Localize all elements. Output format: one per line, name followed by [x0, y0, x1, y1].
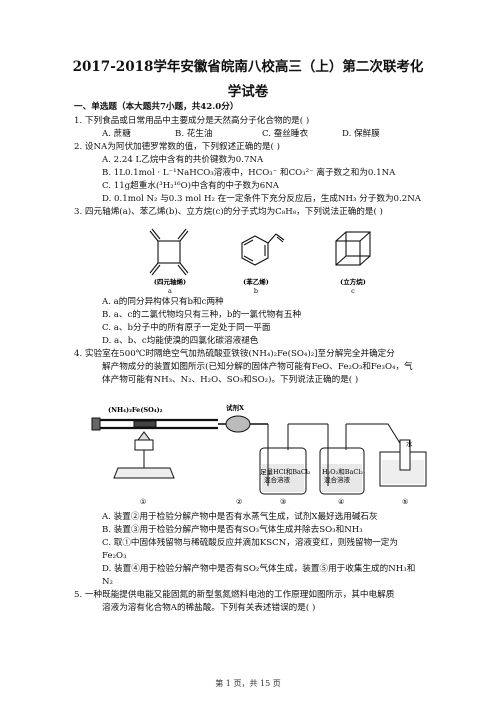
- q3-option-b: B. a、c的二氯代物均只有三种，b的一氯代物有五种: [102, 310, 302, 320]
- q1-option-c: C. 蚕丝睡衣: [262, 129, 309, 139]
- apparatus-diagram: (NH₄)₂Fe(SO₄)₂ 试剂X 水 足量HCl和BaCl₂ 混合溶液 H₂…: [91, 403, 427, 506]
- q4-option-b: B. 装置③用于检验分解产物中是否有SO₃气体生成并除去SO₃和NH₃: [102, 525, 363, 535]
- radialene-structure: [149, 228, 189, 276]
- label-bottle3-line2: 混合溶液: [264, 475, 291, 484]
- q4-option-c: C. 取①中固体残留物与稀硫酸反应并滴加KSCN，溶液变红，则残留物一定为: [102, 538, 398, 548]
- exam-title-line1: 2017-2018学年安徽省皖南八校高三（上）第二次联考化: [72, 59, 424, 75]
- label-water: 水: [406, 439, 413, 448]
- label-bottle4-line2: 混合溶液: [324, 475, 351, 484]
- q4-option-a: A. 装置②用于检验分解产物中是否有水蒸气生成，试剂X最好选用碱石灰: [102, 512, 378, 522]
- q4-stem-line1: 4. 实验室在500℃时隔绝空气加热硫酸亚铁铵(NH₄)₂Fe(SO₄)₂]至分…: [74, 349, 395, 359]
- q2-option-c: C. 11g超重水(³H₂¹⁶O)中含有的中子数为6NA: [102, 181, 279, 191]
- letter-c: c: [351, 287, 355, 295]
- q1-option-d: D. 保鲜膜: [342, 129, 380, 139]
- exam-title-line2: 学试卷: [227, 84, 269, 100]
- q1-option-a: A. 蔗糖: [102, 129, 131, 139]
- q4-option-d: D. 装置④用于检验分解产物中是否有SO₂气体生成，装置⑤用于收集生成的NH₃和: [102, 564, 416, 574]
- q2-option-d: D. 0.1mol N₂ 与0.3 mol H₂ 在一定条件下充分反应后，生成N…: [102, 194, 421, 204]
- letter-b: b: [254, 287, 258, 295]
- label-bottle4-line1: H₂O₂和BaCl₂: [322, 467, 363, 476]
- label-num-2: ②: [236, 498, 242, 506]
- label-bottle3-line1: 足量HCl和BaCl₂: [260, 467, 311, 476]
- q2-option-a: A. 2.24 L乙烷中含有的共价键数为0.7NA: [102, 155, 264, 165]
- q5-stem-line2: 溶液为溶有化合物A的稀盐酸。下列有关表述错误的是( ): [102, 603, 316, 613]
- label-reagent-tube: (NH₄)₂Fe(SO₄)₂: [108, 406, 163, 414]
- styrene-structure: [241, 233, 285, 266]
- q3-option-a: A. a的同分异构体只有b和c两种: [102, 297, 224, 307]
- q1-stem: 1. 下列食品或日常用品中主要成分是天然高分子化合物的是( ): [74, 116, 310, 126]
- label-num-1: ①: [140, 498, 146, 506]
- cubane-structure: [335, 231, 371, 266]
- label-styrene: (苯乙烯): [243, 277, 269, 286]
- q2-option-b: B. 1L0.1mol · L⁻¹NaHCO₃溶液中，HCO₃⁻ 和CO₃²⁻ …: [102, 168, 396, 178]
- label-num-4: ④: [338, 498, 344, 506]
- page-footer: 第 1 页，共 15 页: [215, 679, 281, 688]
- molecule-figures: (四元轴烯) (苯乙烯) (立方烷) a b c: [149, 228, 371, 295]
- q4-option-c-cont: Fe₂O₃: [102, 551, 127, 561]
- q2-stem: 2. 设NA为阿伏加德罗常数的值，下列叙述正确的是( ): [74, 142, 280, 152]
- q3-stem: 3. 四元轴烯(a)、苯乙烯(b)、立方烷(c)的分子式均为C₈H₈，下列说法正…: [74, 207, 383, 217]
- section-heading: 一、单选题（本大题共7小题，共42.0分）: [74, 102, 239, 112]
- q4-stem-line2: 解产物成分的装置如图所示(已知分解的固体产物可能有FeO、Fe₂O₃和Fe₃O₄…: [102, 362, 413, 372]
- q1-option-b: B. 花生油: [175, 129, 213, 139]
- q3-option-c: C. a、b分子中的所有原子一定处于同一平面: [102, 323, 271, 333]
- label-num-3: ③: [280, 498, 286, 506]
- q5-stem-line1: 5. 一种既能提供电能又能固氮的新型氢氮燃料电池的工作原理如图所示，其中电解质: [74, 590, 395, 600]
- label-reagent-x: 试剂X: [226, 403, 245, 412]
- label-cubane: (立方烷): [340, 277, 366, 286]
- q4-stem-line3: 体产物可能有NH₃、N₂、H₂O、SO₃和SO₂)。下列说法正确的是( ): [102, 375, 359, 385]
- q3-option-d: D. a、b、c均能使溴的四氯化碳溶液褪色: [102, 336, 259, 346]
- label-num-5: ⑤: [402, 498, 408, 506]
- letter-a: a: [168, 287, 172, 295]
- q4-option-d-cont: N₂: [102, 577, 113, 587]
- label-radialene: (四元轴烯): [154, 277, 186, 286]
